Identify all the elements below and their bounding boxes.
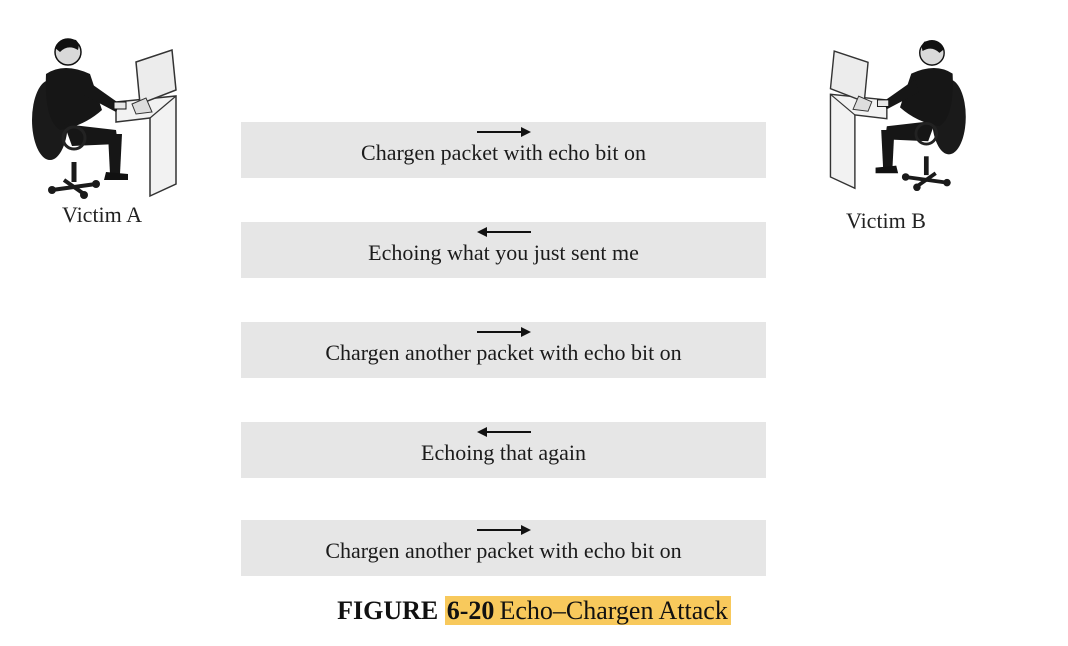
- message-box: Echoing what you just sent me: [241, 222, 766, 278]
- message-box: Echoing that again: [241, 422, 766, 478]
- victim-b-label: Victim B: [846, 208, 926, 233]
- person-at-computer-icon: [829, 39, 966, 192]
- message-box: Chargen another packet with echo bit on: [241, 520, 766, 576]
- victim-a-label: Victim A: [62, 202, 142, 227]
- victim-a: [24, 34, 180, 200]
- message-text: Chargen another packet with echo bit on: [325, 538, 682, 563]
- arrow-left-icon: [476, 427, 531, 437]
- figure-word: FIGURE: [337, 596, 439, 625]
- arrow-right-icon: [476, 327, 531, 337]
- victim-b: [814, 36, 986, 192]
- message-text: Echoing that again: [421, 440, 586, 465]
- arrow-left-icon: [476, 227, 531, 237]
- arrow-right-icon: [476, 127, 531, 137]
- message-text: Chargen another packet with echo bit on: [325, 340, 682, 365]
- message-text: Chargen packet with echo bit on: [361, 140, 646, 165]
- arrow-right-icon: [476, 525, 531, 535]
- message-text: Echoing what you just sent me: [368, 240, 639, 265]
- figure-number: 6-20: [444, 596, 497, 625]
- figure-title: Echo–Chargen Attack: [496, 596, 731, 625]
- person-at-computer-icon: [32, 38, 177, 199]
- message-box: Chargen packet with echo bit on: [241, 122, 766, 178]
- message-box: Chargen another packet with echo bit on: [241, 322, 766, 378]
